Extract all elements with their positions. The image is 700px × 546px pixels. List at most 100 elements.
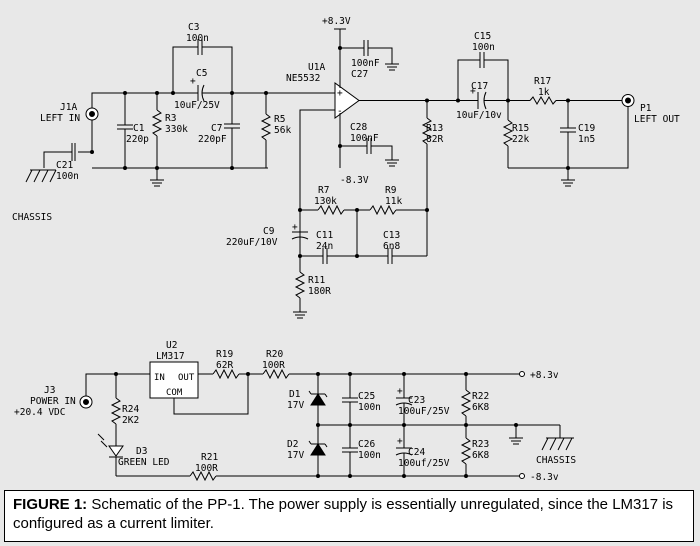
- capacitor-c24: [395, 425, 413, 476]
- label-u2: U2: [166, 340, 177, 351]
- power-jack-j3: [79, 395, 93, 409]
- ground-symbol-c28: [385, 159, 399, 167]
- ground-symbol-r11: [293, 311, 307, 319]
- resistor-r5: [260, 93, 272, 168]
- label-c17-value: 10uF/10v: [456, 110, 502, 121]
- label-r23: R23: [472, 439, 489, 450]
- label-c27: C27: [351, 69, 368, 80]
- label-c15-value: 100n: [472, 42, 495, 53]
- label-r3-value: 330k: [165, 124, 188, 135]
- label-c28: C28: [350, 122, 367, 133]
- regulator-u2: [149, 361, 199, 399]
- label-c11-value: 24n: [316, 241, 333, 252]
- label-c9-value: 220uF/10V: [226, 237, 278, 248]
- label-c26-value: 100n: [358, 450, 381, 461]
- capacitor-c23: [395, 374, 413, 425]
- label-r23-value: 6K8: [472, 450, 489, 461]
- label-r7: R7: [318, 185, 329, 196]
- label-p1: P1: [640, 103, 652, 114]
- label-r13-value: 82R: [426, 134, 443, 145]
- capacitor-c15: [479, 52, 485, 68]
- label-j3: J3: [44, 385, 55, 396]
- wire-c21-chassis: [43, 151, 72, 168]
- label-r19: R19: [216, 349, 233, 360]
- label-green-led: GREEN LED: [118, 457, 170, 468]
- label-plus-c17: +: [470, 86, 476, 97]
- ground-symbol-output: [561, 168, 575, 187]
- label-r13: R13: [426, 123, 443, 134]
- label-chassis-bottom: CHASSIS: [536, 455, 576, 466]
- resistor-r23: [460, 425, 472, 476]
- label-r19-value: 62R: [216, 360, 233, 371]
- terminal-plus-8v3: [519, 371, 525, 377]
- label-r22: R22: [472, 391, 489, 402]
- led-d3: [97, 433, 124, 476]
- label-vplus-top: +8.3V: [322, 16, 351, 27]
- label-r9-value: 11k: [385, 196, 402, 207]
- ground-symbol-input: [150, 168, 164, 187]
- ground-symbol-c27: [385, 63, 399, 71]
- label-r17: R17: [534, 76, 551, 87]
- wire-j1a-sleeve: [78, 120, 93, 153]
- figure-caption-label: FIGURE 1:: [13, 496, 88, 513]
- label-pin-in: IN: [154, 373, 165, 383]
- label-pin-out: OUT: [178, 373, 195, 383]
- wire-c27-right: [368, 47, 393, 64]
- capacitor-c1: [117, 93, 133, 168]
- label-c24-value: 100uf/25V: [398, 458, 450, 469]
- figure-caption-text: Schematic of the PP-1. The power supply …: [13, 496, 674, 532]
- label-left-out: LEFT OUT: [634, 114, 680, 125]
- label-r17-value: 1k: [538, 87, 550, 98]
- capacitor-c7: [224, 93, 240, 168]
- zener-d2: [308, 425, 328, 476]
- label-left-in: LEFT IN: [40, 113, 80, 124]
- label-r21: R21: [201, 452, 218, 463]
- label-r9: R9: [385, 185, 397, 196]
- label-c25-value: 100n: [358, 402, 381, 413]
- label-c1-value: 220p: [126, 134, 149, 145]
- figure-caption: FIGURE 1: Schematic of the PP-1. The pow…: [4, 490, 694, 542]
- label-c23-value: 100uF/25V: [398, 406, 450, 417]
- label-r15-value: 22k: [512, 134, 529, 145]
- label-r22-value: 6K8: [472, 402, 489, 413]
- label-c3: C3: [188, 22, 199, 33]
- chassis-ground-bottom: [540, 424, 574, 451]
- label-d1: D1: [289, 389, 301, 400]
- label-opamp-plus: +: [337, 88, 343, 99]
- label-c5: C5: [196, 68, 207, 79]
- resistor-r17: [529, 95, 557, 106]
- label-c15: C15: [474, 31, 491, 42]
- wire-c15-right: [484, 59, 509, 101]
- label-d1-value: 17V: [287, 400, 304, 411]
- label-plus-c23: +: [397, 386, 403, 397]
- label-pin-com: COM: [166, 388, 183, 398]
- label-r15: R15: [512, 123, 529, 134]
- capacitor-c21: [71, 143, 76, 161]
- wire-jack-tip: [91, 92, 98, 108]
- label-plus-c24: +: [397, 436, 403, 447]
- label-d2: D2: [287, 439, 298, 450]
- resistor-r19: [212, 368, 240, 380]
- wire-output-ground: [508, 106, 629, 169]
- input-jack-j1a: [85, 107, 99, 121]
- capacitor-c26: [342, 425, 358, 476]
- label-c21: C21: [56, 160, 73, 171]
- label-vplus-out: +8.3v: [530, 370, 559, 381]
- capacitor-c27: [363, 40, 369, 56]
- label-c7-value: 220pF: [198, 134, 227, 145]
- label-lm317: LM317: [156, 351, 185, 362]
- label-r24-value: 2K2: [122, 415, 139, 426]
- label-d3: D3: [136, 446, 147, 457]
- chassis-ground-top: [25, 169, 57, 183]
- label-c19: C19: [578, 123, 595, 134]
- label-vminus-top: -8.3V: [340, 175, 369, 186]
- resistor-r21: [189, 470, 217, 482]
- label-c13: C13: [383, 230, 400, 241]
- label-ne5532: NE5532: [286, 73, 320, 84]
- label-r20-value: 100R: [262, 360, 285, 371]
- label-j1a: J1A: [60, 102, 77, 113]
- capacitor-c19: [560, 100, 576, 168]
- label-vminus-out: -8.3v: [530, 472, 559, 483]
